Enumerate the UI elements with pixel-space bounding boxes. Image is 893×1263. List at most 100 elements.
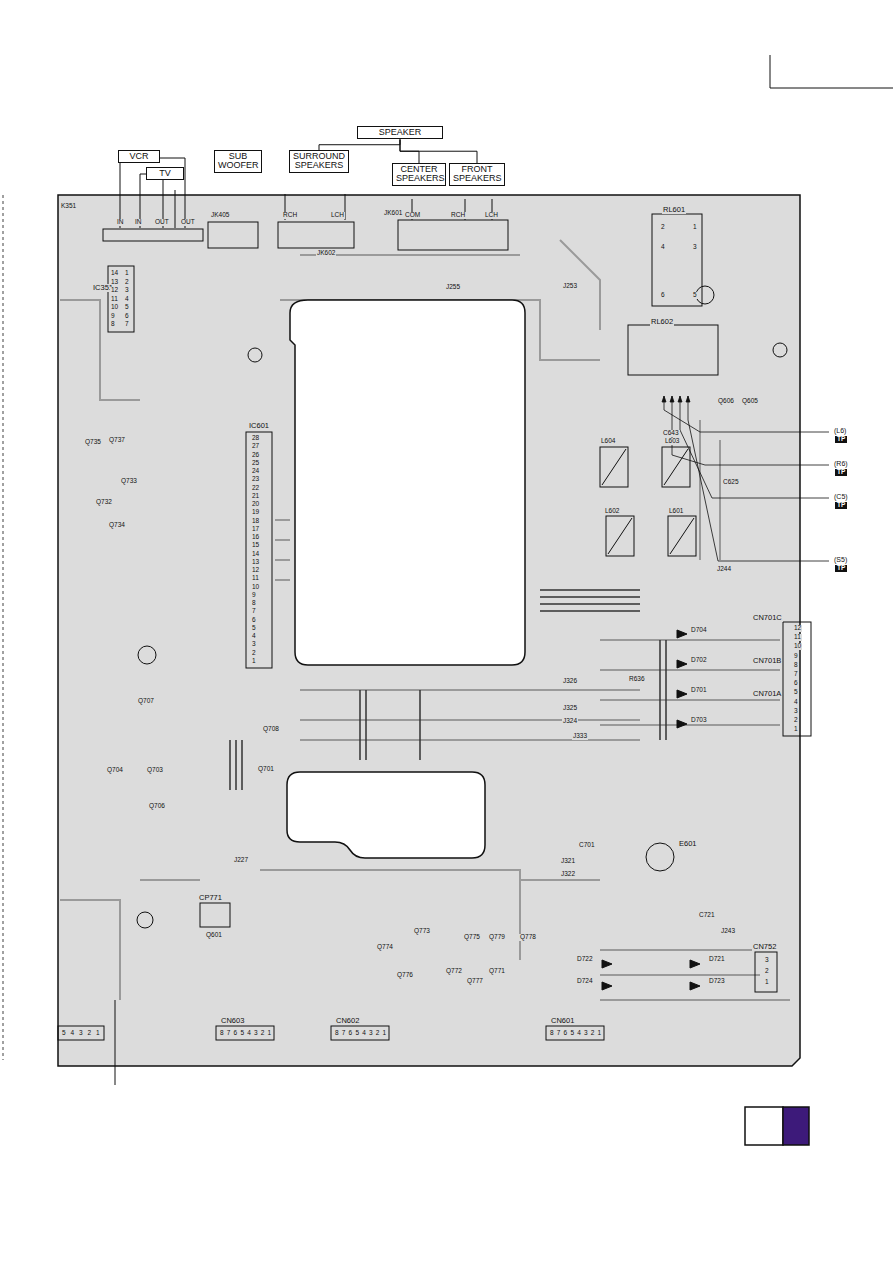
- relay-body: [628, 325, 718, 375]
- part-label: CN752: [752, 943, 777, 951]
- part-label: Q606: [717, 398, 735, 405]
- part-label: Q737: [108, 437, 126, 444]
- part-label: RCH: [450, 212, 466, 219]
- part-label: 1: [95, 1030, 101, 1037]
- part-label: 8: [219, 1030, 225, 1037]
- part-label: 11: [110, 296, 119, 303]
- part-label: C625: [722, 479, 740, 486]
- part-label: 3: [124, 287, 130, 294]
- part-label: 3: [764, 957, 770, 964]
- part-label: Q775: [463, 934, 481, 941]
- part-label: D724: [576, 978, 594, 985]
- part-label: L604: [600, 438, 616, 445]
- mount-hole: [248, 348, 262, 362]
- part-label: 8: [110, 321, 116, 328]
- connector-body: [783, 622, 811, 736]
- label-box: SUB WOOFER: [214, 150, 262, 173]
- part-label: 1: [382, 1030, 388, 1037]
- part-label: Q601: [205, 932, 223, 939]
- part-label: Q778: [519, 934, 537, 941]
- part-label: 25: [251, 460, 260, 467]
- part-label: L602: [604, 508, 620, 515]
- label-box: FRONT SPEAKERS: [449, 163, 505, 186]
- coil-mark: [602, 449, 694, 554]
- label-box: TV: [146, 167, 184, 180]
- mount-hole: [773, 343, 787, 357]
- part-label: C643: [662, 430, 680, 437]
- trace: [60, 300, 140, 400]
- part-label: CP771: [198, 894, 223, 902]
- part-label: RCH: [282, 212, 298, 219]
- part-label: 4: [251, 633, 257, 640]
- part-label: 4: [246, 1030, 252, 1037]
- part-label: C721: [698, 912, 716, 919]
- battery-body: [646, 843, 674, 871]
- part-label: 10: [793, 643, 802, 650]
- part-label: 4: [124, 296, 130, 303]
- part-label: 5: [251, 625, 257, 632]
- trace: [60, 880, 200, 1000]
- connector-body: [58, 1026, 104, 1040]
- color-chip: [783, 1107, 809, 1145]
- part-label: 5: [569, 1030, 575, 1037]
- part-label: Q732: [95, 499, 113, 506]
- part-label: 17: [251, 526, 260, 533]
- part-label: J322: [560, 871, 576, 878]
- components: [58, 214, 811, 1040]
- part-label: 1: [124, 270, 130, 277]
- part-label: J244: [716, 566, 732, 573]
- part-label: 11: [251, 575, 260, 582]
- part-label: J227: [233, 857, 249, 864]
- part-label: D702: [690, 657, 708, 664]
- part-label: 1: [251, 658, 257, 665]
- front-wire: [412, 199, 492, 220]
- part-label: 10: [251, 584, 260, 591]
- page-swatch: [745, 1107, 809, 1145]
- part-label: Q707: [137, 698, 155, 705]
- wires: [115, 158, 492, 1085]
- box-text: TV: [150, 169, 180, 178]
- part-label: J255: [445, 284, 461, 291]
- part-label: J333: [572, 733, 588, 740]
- part-label: (S5): [833, 556, 848, 563]
- part-label: 18: [251, 518, 260, 525]
- part-label: D703: [690, 717, 708, 724]
- part-label: Q701: [257, 766, 275, 773]
- mount-hole: [138, 646, 156, 664]
- connector-body: [216, 1026, 274, 1040]
- part-label: 24: [251, 468, 260, 475]
- part-label: 10: [110, 304, 119, 311]
- part-label: 3: [368, 1030, 374, 1037]
- part-label: 5: [692, 292, 698, 299]
- part-label: CN701C: [752, 614, 783, 622]
- part-label: D704: [690, 627, 708, 634]
- part-label: 3: [793, 708, 799, 715]
- part-label: 2: [87, 1030, 93, 1037]
- part-label: Q704: [106, 767, 124, 774]
- diode-symbol: [602, 960, 700, 990]
- tv-wire: [140, 174, 175, 228]
- bracket-connector: [319, 139, 400, 150]
- cut-line: [3, 195, 4, 1060]
- part-label: JK601: [383, 210, 403, 217]
- part-label: 15: [251, 542, 260, 549]
- part-label: 27: [251, 443, 260, 450]
- part-label: J324: [562, 718, 578, 725]
- part-label: D721: [708, 956, 726, 963]
- tp-leaders: [662, 396, 829, 561]
- ic-body: [246, 432, 272, 668]
- part-label: 16: [251, 534, 260, 541]
- box-text: VCR: [122, 152, 156, 161]
- copper-traces: [60, 240, 790, 1000]
- part-label: 6: [660, 292, 666, 299]
- trace: [600, 640, 780, 725]
- box-text: FRONT SPEAKERS: [453, 165, 501, 184]
- part-label: CN601: [550, 1017, 575, 1025]
- part-label: 2: [251, 650, 257, 657]
- part-label: 7: [124, 321, 130, 328]
- jack-body: [208, 222, 258, 248]
- part-label: Q772: [445, 968, 463, 975]
- part-label: 23: [251, 476, 260, 483]
- part-label: OUT: [180, 219, 196, 226]
